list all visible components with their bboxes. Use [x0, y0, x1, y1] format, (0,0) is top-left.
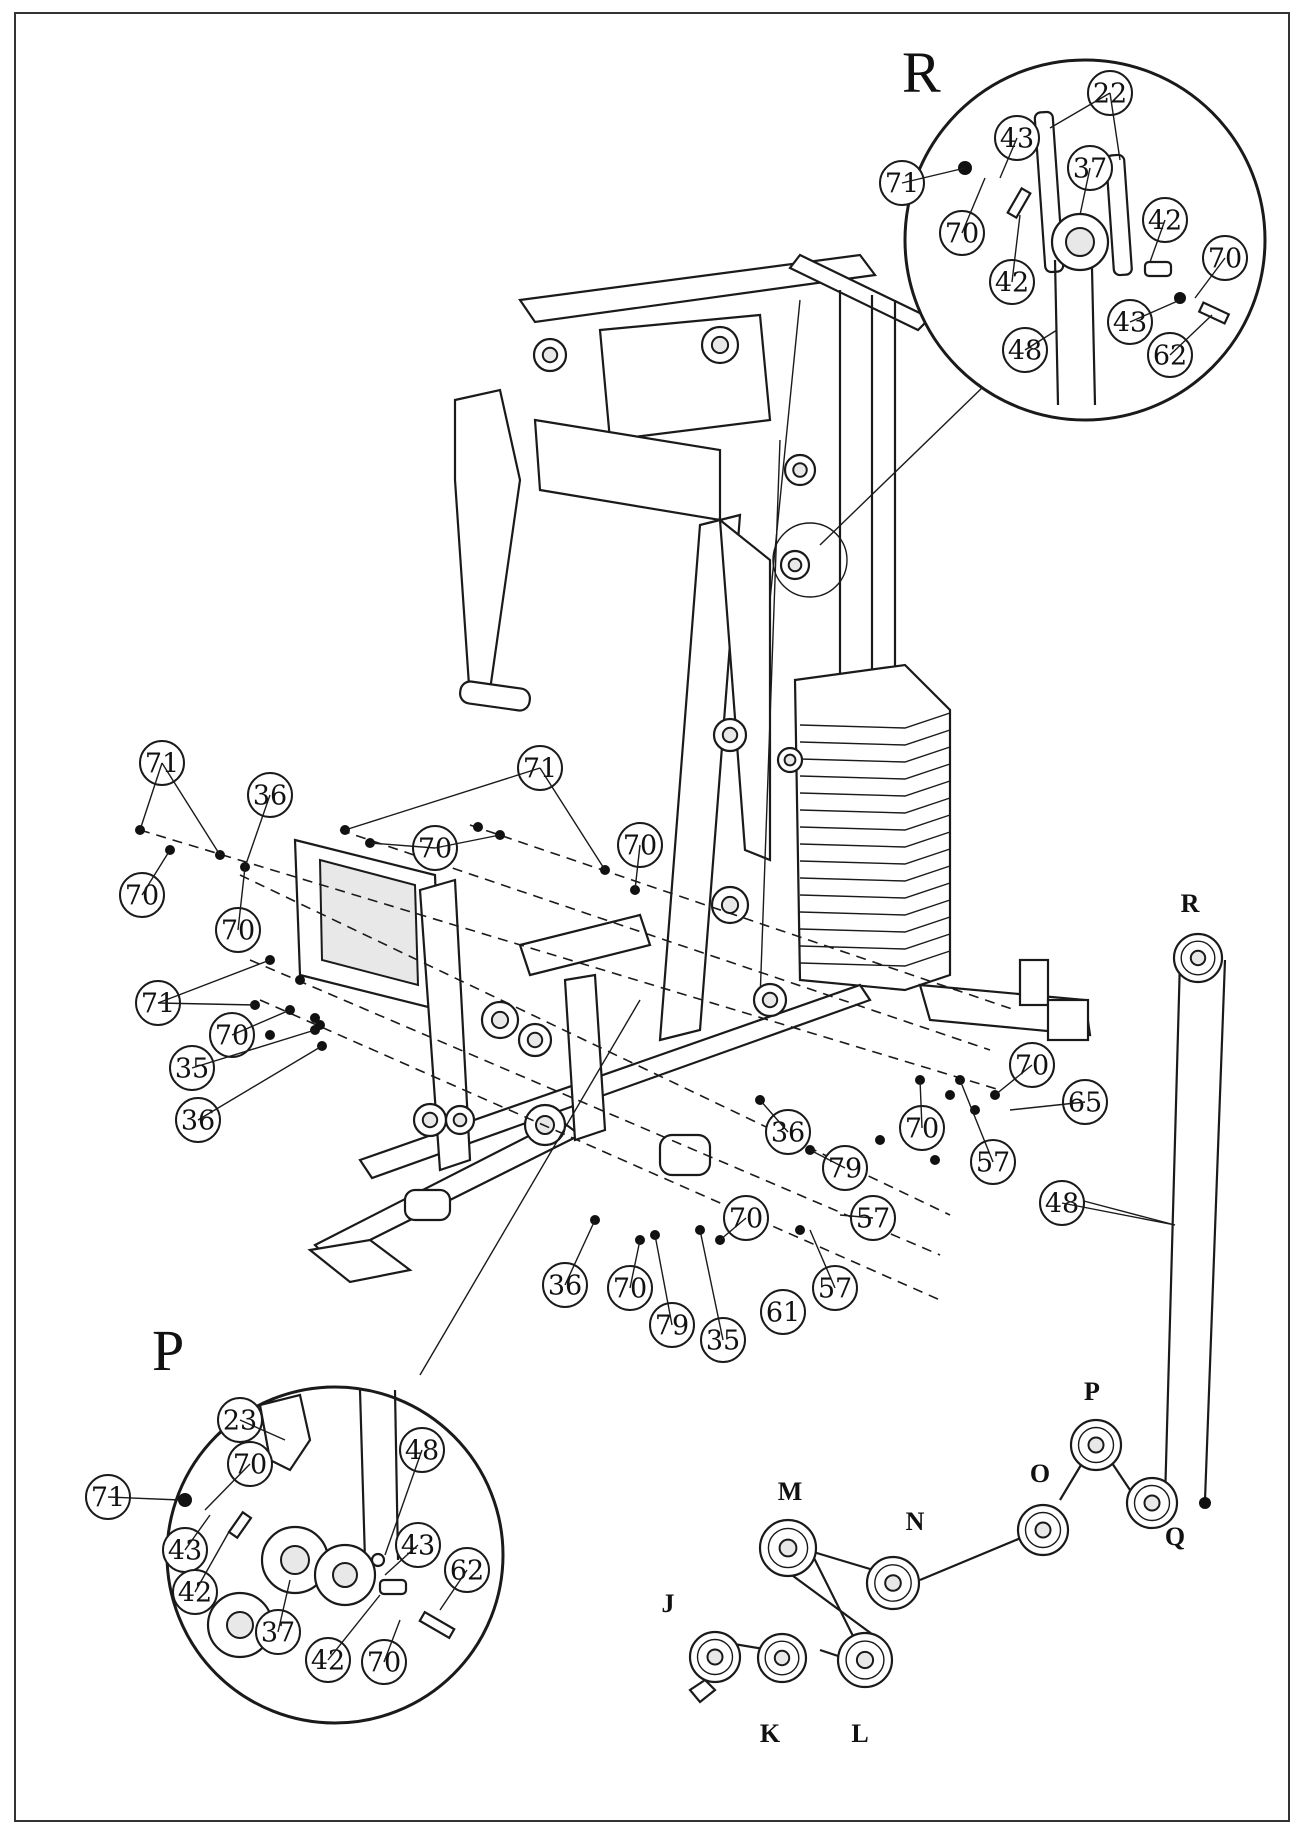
svg-text:70: 70: [1015, 1051, 1049, 1082]
svg-text:70: 70: [215, 1021, 249, 1052]
cable-routing-diagram: [688, 959, 1227, 1704]
svg-text:57: 57: [856, 1204, 890, 1235]
pulley-letter-j: J: [662, 1589, 675, 1618]
pulley-letter-o: O: [1030, 1459, 1050, 1488]
svg-text:79: 79: [655, 1311, 689, 1342]
pulley-letter-p: P: [1084, 1377, 1100, 1406]
svg-text:70: 70: [418, 834, 452, 865]
p-detail-leader: [419, 999, 641, 1376]
svg-text:35: 35: [706, 1326, 740, 1357]
gym-machine-drawing: [293, 253, 1092, 1284]
callout-leaders: [107, 92, 1226, 1663]
svg-text:37: 37: [261, 1618, 295, 1649]
pulley-letter-n: N: [906, 1507, 925, 1536]
r-detail-leader: [819, 384, 986, 546]
callout-part-71: 71: [135, 980, 181, 1026]
svg-text:35: 35: [175, 1054, 209, 1085]
pulley-letter-r: R: [1181, 889, 1200, 918]
pulley-letter-k: K: [760, 1719, 781, 1748]
svg-text:36: 36: [771, 1118, 805, 1149]
svg-text:23: 23: [223, 1406, 257, 1437]
svg-text:70: 70: [125, 881, 159, 912]
detail-r-circle: [903, 58, 1267, 422]
detail-p-label: P: [152, 1318, 184, 1383]
pulley-letter-m: M: [778, 1477, 803, 1506]
r-detail-origin-circle: [772, 522, 848, 598]
svg-text:62: 62: [1153, 341, 1187, 372]
callout-part-61: 61: [760, 1289, 806, 1335]
svg-text:43: 43: [168, 1536, 202, 1567]
svg-text:48: 48: [1008, 336, 1042, 367]
svg-text:70: 70: [367, 1648, 401, 1679]
svg-text:42: 42: [178, 1578, 212, 1609]
svg-text:36: 36: [548, 1271, 582, 1302]
svg-text:79: 79: [828, 1154, 862, 1185]
drawing-frame: [14, 12, 1290, 1822]
hardware-explode-lines: [139, 824, 1016, 1301]
hardware-fasteners: [135, 822, 1000, 1245]
svg-text:57: 57: [818, 1274, 852, 1305]
svg-text:71: 71: [885, 169, 919, 200]
svg-text:61: 61: [766, 1298, 800, 1329]
svg-text:70: 70: [729, 1204, 763, 1235]
svg-text:70: 70: [613, 1274, 647, 1305]
svg-text:43: 43: [1113, 308, 1147, 339]
svg-text:70: 70: [221, 916, 255, 947]
route-pulley-letters: R M N O P Q J K L: [662, 889, 1200, 1748]
pulley-letter-l: L: [851, 1719, 868, 1748]
svg-text:57: 57: [976, 1148, 1010, 1179]
svg-text:42: 42: [995, 268, 1029, 299]
svg-text:70: 70: [945, 219, 979, 250]
route-pulleys: [688, 932, 1224, 1689]
svg-text:71: 71: [141, 989, 175, 1020]
svg-text:48: 48: [1045, 1189, 1079, 1220]
callout-part-43: 43: [395, 1522, 441, 1568]
detail-r-label: R: [902, 40, 941, 105]
svg-text:36: 36: [181, 1106, 215, 1137]
pulley-letter-q: Q: [1165, 1522, 1185, 1551]
svg-text:42: 42: [311, 1646, 345, 1677]
